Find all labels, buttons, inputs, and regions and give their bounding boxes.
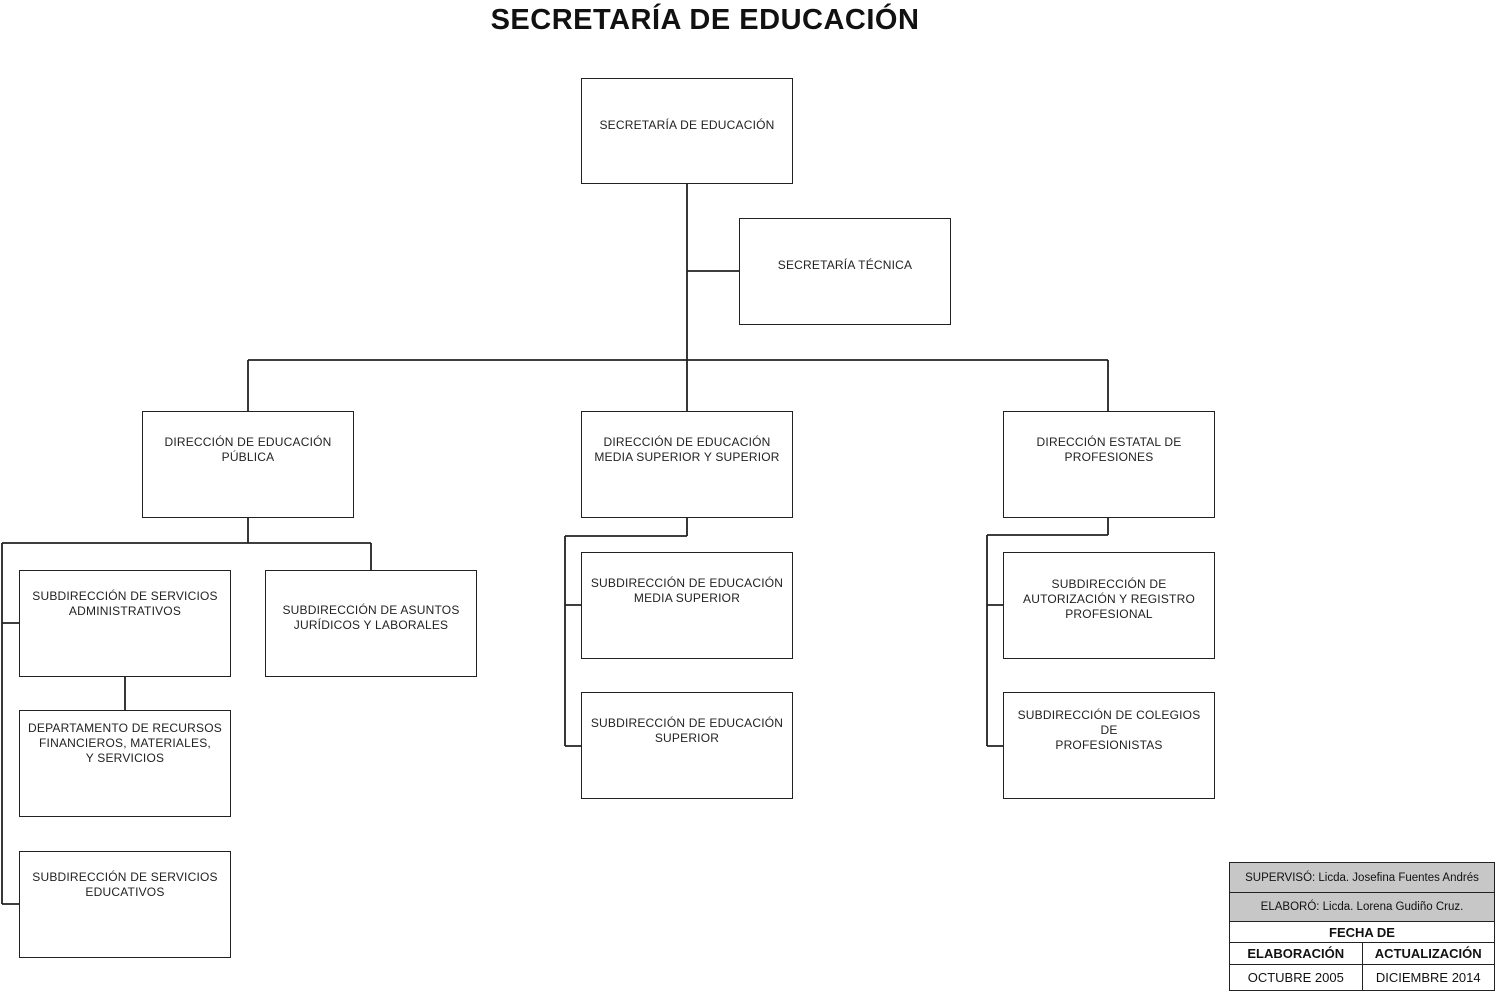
- elaboracion-date: OCTUBRE 2005: [1230, 965, 1363, 990]
- node-label: DIRECCIÓN ESTATAL DE PROFESIONES: [1036, 434, 1182, 464]
- date-column-headers: ELABORACIÓN ACTUALIZACIÓN: [1230, 943, 1494, 965]
- node-secretaria-tecnica: SECRETARÍA TÉCNICA: [739, 218, 951, 325]
- superviso-row: SUPERVISÓ: Licda. Josefina Fuentes André…: [1230, 863, 1494, 893]
- date-values-row: OCTUBRE 2005 DICIEMBRE 2014: [1230, 965, 1494, 990]
- node-label: SUBDIRECCIÓN DE EDUCACIÓN SUPERIOR: [590, 715, 784, 745]
- node-label: DIRECCIÓN DE EDUCACIÓN MEDIA SUPERIOR Y …: [594, 434, 780, 464]
- node-label: SUBDIRECCIÓN DE SERVICIOS EDUCATIVOS: [32, 869, 218, 899]
- node-departamento-recursos: DEPARTAMENTO DE RECURSOS FINANCIEROS, MA…: [19, 710, 231, 817]
- page-title: SECRETARÍA DE EDUCACIÓN: [490, 4, 920, 36]
- fecha-de-header: FECHA DE: [1230, 922, 1494, 943]
- node-label: SECRETARÍA TÉCNICA: [777, 258, 913, 272]
- node-subdireccion-asuntos-juridicos: SUBDIRECCIÓN DE ASUNTOS JURÍDICOS Y LABO…: [265, 570, 477, 677]
- actualizacion-date: DICIEMBRE 2014: [1375, 970, 1481, 985]
- elaboracion-header: ELABORACIÓN: [1230, 943, 1363, 964]
- node-subdireccion-colegios-profesionistas: SUBDIRECCIÓN DE COLEGIOS DE PROFESIONIST…: [1003, 692, 1215, 799]
- node-label: SUBDIRECCIÓN DE AUTORIZACIÓN Y REGISTRO …: [1023, 577, 1195, 621]
- node-label: DIRECCIÓN DE EDUCACIÓN PÚBLICA: [164, 434, 332, 464]
- node-subdireccion-autorizacion-registro: SUBDIRECCIÓN DE AUTORIZACIÓN Y REGISTRO …: [1003, 552, 1215, 659]
- elaboro-row: ELABORÓ: Licda. Lorena Gudiño Cruz.: [1230, 893, 1494, 922]
- node-label: SUBDIRECCIÓN DE SERVICIOS ADMINISTRATIVO…: [32, 588, 218, 618]
- node-direccion-media-superior: DIRECCIÓN DE EDUCACIÓN MEDIA SUPERIOR Y …: [581, 411, 793, 518]
- node-label: SUBDIRECCIÓN DE ASUNTOS JURÍDICOS Y LABO…: [282, 602, 460, 632]
- approval-table: SUPERVISÓ: Licda. Josefina Fuentes André…: [1229, 862, 1495, 991]
- node-label: SUBDIRECCIÓN DE COLEGIOS DE PROFESIONIST…: [1017, 708, 1201, 752]
- node-direccion-profesiones: DIRECCIÓN ESTATAL DE PROFESIONES: [1003, 411, 1215, 518]
- node-label: SECRETARÍA DE EDUCACIÓN: [599, 117, 775, 132]
- node-label: SUBDIRECCIÓN DE EDUCACIÓN MEDIA SUPERIOR: [590, 575, 784, 605]
- node-label: DEPARTAMENTO DE RECURSOS FINANCIEROS, MA…: [28, 721, 222, 765]
- node-subdireccion-servicios-administrativos: SUBDIRECCIÓN DE SERVICIOS ADMINISTRATIVO…: [19, 570, 231, 677]
- node-subdireccion-servicios-educativos: SUBDIRECCIÓN DE SERVICIOS EDUCATIVOS: [19, 851, 231, 958]
- actualizacion-header: ACTUALIZACIÓN: [1374, 946, 1482, 961]
- node-direccion-educacion-publica: DIRECCIÓN DE EDUCACIÓN PÚBLICA: [142, 411, 354, 518]
- node-subdireccion-media-superior: SUBDIRECCIÓN DE EDUCACIÓN MEDIA SUPERIOR: [581, 552, 793, 659]
- node-secretaria-educacion: SECRETARÍA DE EDUCACIÓN: [581, 78, 793, 184]
- node-subdireccion-superior: SUBDIRECCIÓN DE EDUCACIÓN SUPERIOR: [581, 692, 793, 799]
